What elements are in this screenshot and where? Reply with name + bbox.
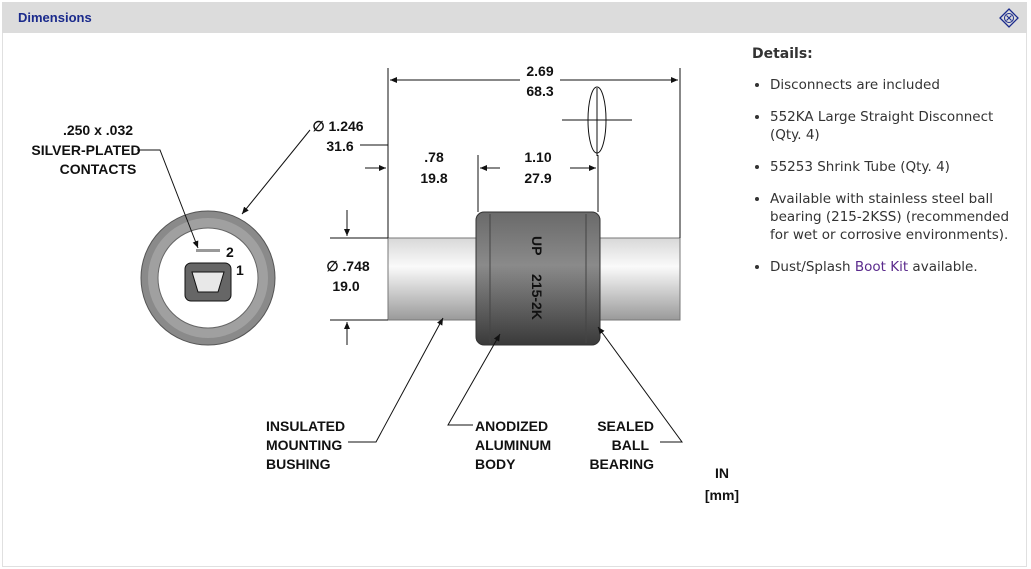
body-label-3: BODY bbox=[475, 456, 516, 472]
pin-2-label: 2 bbox=[226, 244, 234, 260]
list-item: 55253 Shrink Tube (Qty. 4) bbox=[770, 158, 1022, 176]
bushing-label-1: INSULATED bbox=[266, 418, 345, 434]
details-section: Details: Disconnects are included 552KA … bbox=[752, 46, 1022, 290]
body-length-in: 1.10 bbox=[524, 149, 551, 165]
body-label-2: ALUMINUM bbox=[475, 437, 551, 453]
list-item: Dust/Splash Boot Kit available. bbox=[770, 258, 1022, 276]
bearing-label-1: SEALED bbox=[597, 418, 654, 434]
pin-1-label: 1 bbox=[236, 262, 244, 278]
bearing-label-3: BEARING bbox=[589, 456, 654, 472]
boot-kit-link[interactable]: Boot Kit bbox=[854, 259, 909, 275]
details-list: Disconnects are included 552KA Large Str… bbox=[752, 76, 1022, 276]
bushing-length-mm: 19.8 bbox=[420, 170, 447, 186]
panel-header[interactable]: Dimensions bbox=[2, 2, 1027, 33]
bearing-label-2: BALL bbox=[612, 437, 650, 453]
list-item: Disconnects are included bbox=[770, 76, 1022, 94]
units-in: IN bbox=[715, 465, 729, 481]
shaft-dia-mm: 19.0 bbox=[332, 278, 359, 294]
bushing-label-3: BUSHING bbox=[266, 456, 331, 472]
body-label-1: ANODIZED bbox=[475, 418, 548, 434]
body-marking-part: 215-2K bbox=[529, 274, 545, 320]
panel-title: Dimensions bbox=[18, 10, 92, 25]
body-marking-up: UP bbox=[529, 236, 545, 255]
units-mm: [mm] bbox=[705, 487, 739, 503]
contacts-label-line1: .250 x .032 bbox=[63, 122, 133, 138]
outer-dia-in: ∅ 1.246 bbox=[312, 118, 363, 134]
bushing-length-in: .78 bbox=[424, 149, 444, 165]
boot-kit-suffix: available. bbox=[908, 259, 978, 275]
overall-length-mm: 68.3 bbox=[526, 83, 553, 99]
bushing-label-2: MOUNTING bbox=[266, 437, 342, 453]
list-item: 552KA Large Straight Disconnect (Qty. 4) bbox=[770, 108, 1022, 144]
dimension-drawing: .250 x .032 SILVER-PLATED CONTACTS 2 1 ∅… bbox=[31, 63, 739, 503]
overall-length-in: 2.69 bbox=[526, 63, 553, 79]
list-item: Available with stainless steel ball bear… bbox=[770, 190, 1022, 244]
details-heading: Details: bbox=[752, 46, 813, 62]
contacts-label-line2: SILVER-PLATED bbox=[31, 142, 140, 158]
body-length-mm: 27.9 bbox=[524, 170, 551, 186]
contacts-label-line3: CONTACTS bbox=[60, 161, 137, 177]
shaft-dia-in: ∅ .748 bbox=[326, 258, 370, 274]
collapse-diamond-icon[interactable] bbox=[999, 8, 1019, 28]
outer-dia-mm: 31.6 bbox=[326, 138, 353, 154]
boot-kit-prefix: Dust/Splash bbox=[770, 259, 855, 275]
